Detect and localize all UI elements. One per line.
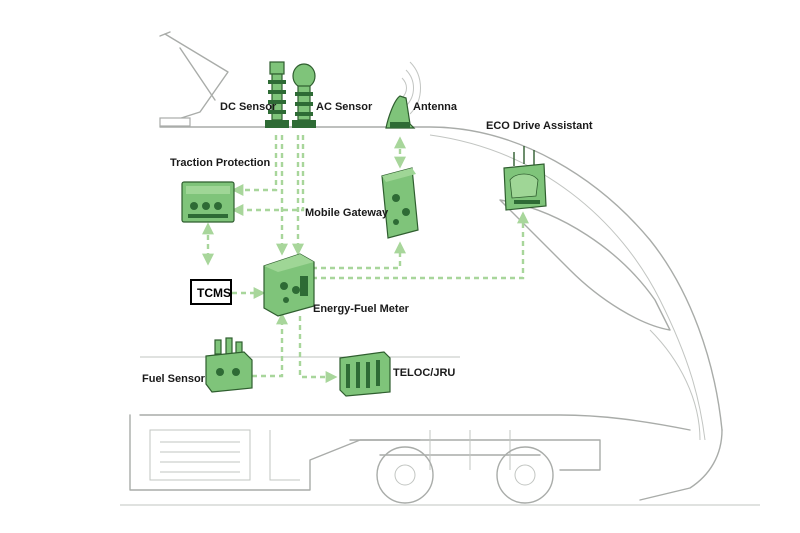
mobile-gateway-device[interactable] xyxy=(381,167,419,239)
eco-drive-assistant-label: ECO Drive Assistant xyxy=(486,120,593,132)
mobile-gateway-label: Mobile Gateway xyxy=(305,207,389,219)
ac-sensor-device[interactable] xyxy=(292,63,316,128)
energy-fuel-meter-device[interactable] xyxy=(263,253,315,317)
eco-drive-assistant-device[interactable] xyxy=(503,146,547,211)
fuel-sensor-label: Fuel Sensor xyxy=(142,373,206,385)
dc-sensor-label: DC Sensor xyxy=(220,101,277,113)
data-flow-arrows xyxy=(202,135,529,383)
teloc-jru-device[interactable] xyxy=(339,351,391,397)
antenna-label: Antenna xyxy=(413,101,458,113)
pantograph-icon xyxy=(159,31,229,127)
antenna-device[interactable] xyxy=(385,95,416,129)
dc-sensor-device[interactable] xyxy=(265,61,289,128)
traction-protection-device[interactable] xyxy=(181,181,235,223)
energy-fuel-meter-label: Energy-Fuel Meter xyxy=(313,303,410,315)
fuel-sensor-device[interactable] xyxy=(205,337,253,393)
tcms-label: TCMS xyxy=(197,286,231,300)
teloc-jru-label: TELOC/JRU xyxy=(393,367,455,379)
ac-sensor-label: AC Sensor xyxy=(316,101,373,113)
antenna-signal-icon xyxy=(401,61,421,115)
tcms-box[interactable] xyxy=(190,279,232,305)
train-outline xyxy=(120,126,760,506)
traction-protection-label: Traction Protection xyxy=(170,157,271,169)
